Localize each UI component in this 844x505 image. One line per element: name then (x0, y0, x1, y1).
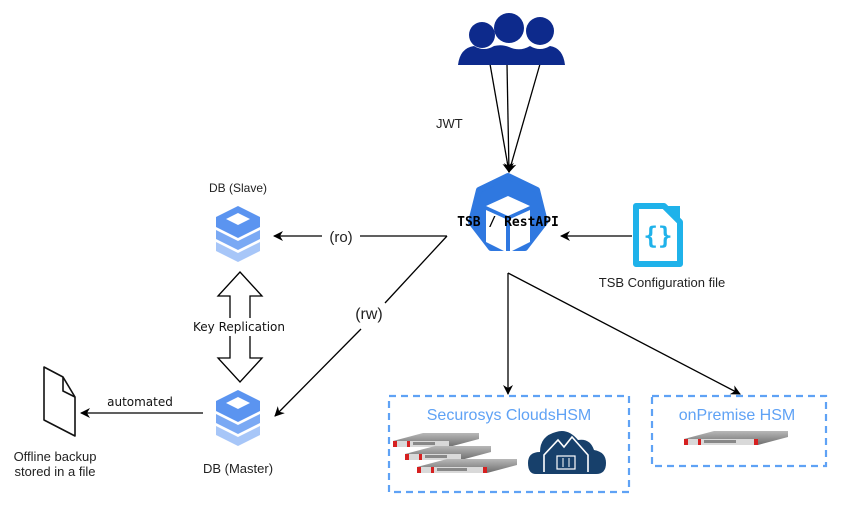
edge-users-to-tsb (489, 63, 541, 173)
db-slave-label: DB (Slave) (209, 181, 267, 195)
db-master-label: DB (Master) (203, 461, 273, 476)
backup-label-line2: stored in a file (15, 464, 96, 479)
json-file-icon: {} (633, 203, 683, 267)
replication-label-bg (186, 318, 292, 336)
clouds-hsm-label: Securosys CloudsHSM (427, 407, 592, 424)
clouds-hsm-group[interactable]: Securosys CloudsHSM (387, 394, 631, 494)
edge-label-jwt: JWT (436, 116, 463, 131)
config-label: TSB Configuration file (599, 275, 725, 290)
tsb-label: TSB / RestAPI (457, 215, 559, 230)
onprem-hsm-label: onPremise HSM (679, 407, 795, 424)
hsm-appliance-icon (684, 431, 788, 445)
document-file-icon (43, 366, 76, 437)
database-stack-icon (216, 390, 260, 446)
database-stack-icon (216, 206, 260, 262)
kubernetes-cube-icon (468, 173, 548, 252)
hsm-appliance-stack-icon (393, 433, 517, 473)
backup-label-line1: Offline backup (14, 449, 97, 464)
onprem-hsm-border (650, 394, 828, 468)
edge-label-automated: automated (107, 395, 173, 409)
edge-tsb-to-master (274, 235, 448, 417)
edge-label-ro: (ro) (329, 229, 352, 246)
svg-text:{}: {} (644, 222, 673, 250)
db-slave-node[interactable]: DB (Slave) (209, 181, 267, 262)
backup-node[interactable]: Offline backup stored in a file (14, 366, 97, 479)
edge-label-key-replication: Key Replication (193, 320, 285, 334)
clouds-hsm-border (387, 394, 631, 494)
edge-label-rw: (rw) (355, 306, 383, 323)
cloud-vault-icon (528, 431, 606, 474)
users-group-icon (458, 13, 565, 65)
edge-tsb-to-onprem-hsm (507, 272, 741, 395)
tsb-node[interactable]: TSB / RestAPI (457, 173, 559, 252)
db-master-node[interactable]: DB (Master) (203, 390, 273, 476)
onprem-hsm-group[interactable]: onPremise HSM (650, 394, 828, 468)
config-node[interactable]: {} TSB Configuration file (599, 203, 725, 290)
